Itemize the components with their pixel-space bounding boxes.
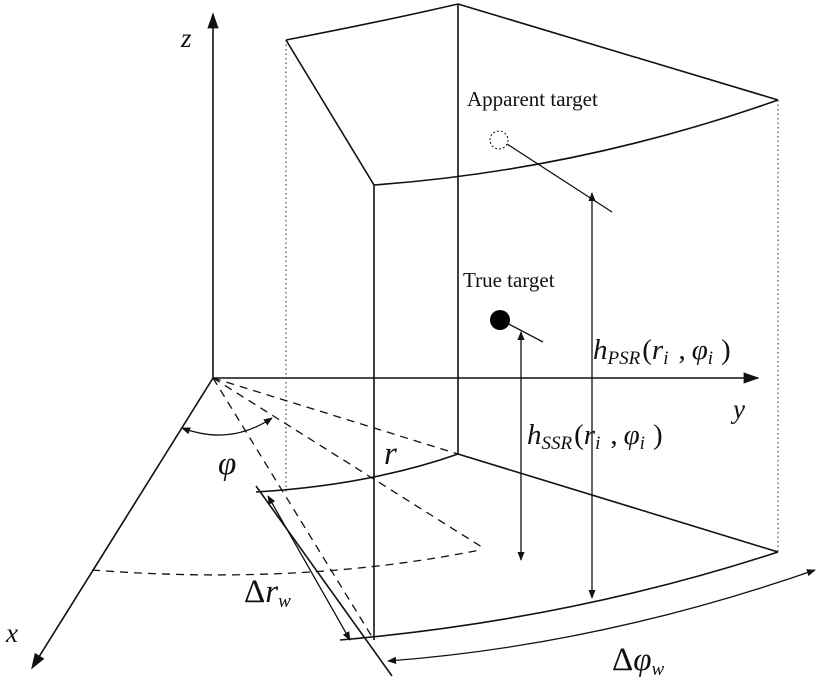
upper-surface-far-edge xyxy=(285,3,459,41)
true-target-marker xyxy=(490,310,510,330)
z-axis-label: z xyxy=(180,23,192,53)
range-label: r xyxy=(384,436,397,472)
true-target-label: True target xyxy=(463,268,555,292)
upper-surface-near-edge xyxy=(373,99,779,186)
delta-phi-arrow xyxy=(387,569,816,664)
sector-outer-arc xyxy=(339,551,779,641)
azimuth-angle-arrow xyxy=(181,417,273,436)
apparent-target-label: Apparent target xyxy=(467,87,598,111)
azimuth-label: φ xyxy=(218,446,236,482)
apparent-target-leader xyxy=(506,143,613,213)
h-psr-label: hPSR(ri,φi) xyxy=(593,334,731,369)
x-axis-label: x xyxy=(5,618,18,648)
dashed-ray-1 xyxy=(212,377,459,455)
upper-surface-right-edge xyxy=(457,3,779,101)
dashed-azimuth-arc xyxy=(91,549,481,576)
true-target-leader xyxy=(504,321,544,343)
x-axis xyxy=(31,377,214,670)
upper-surface-left-edge xyxy=(285,39,375,186)
delta-r-arrow xyxy=(267,495,351,641)
delta-phi-label: Δφw xyxy=(612,642,665,680)
delta-r-label: Δrw xyxy=(244,574,291,612)
sector-right-radial xyxy=(457,453,779,553)
y-axis-label: y xyxy=(730,394,745,424)
h-ssr-label: hSSR(ri,φi) xyxy=(527,419,663,454)
dashed-ray-2 xyxy=(212,377,486,550)
apparent-target-marker xyxy=(489,130,509,150)
sector-inner-arc xyxy=(255,453,459,493)
dashed-ray-3 xyxy=(212,377,375,641)
